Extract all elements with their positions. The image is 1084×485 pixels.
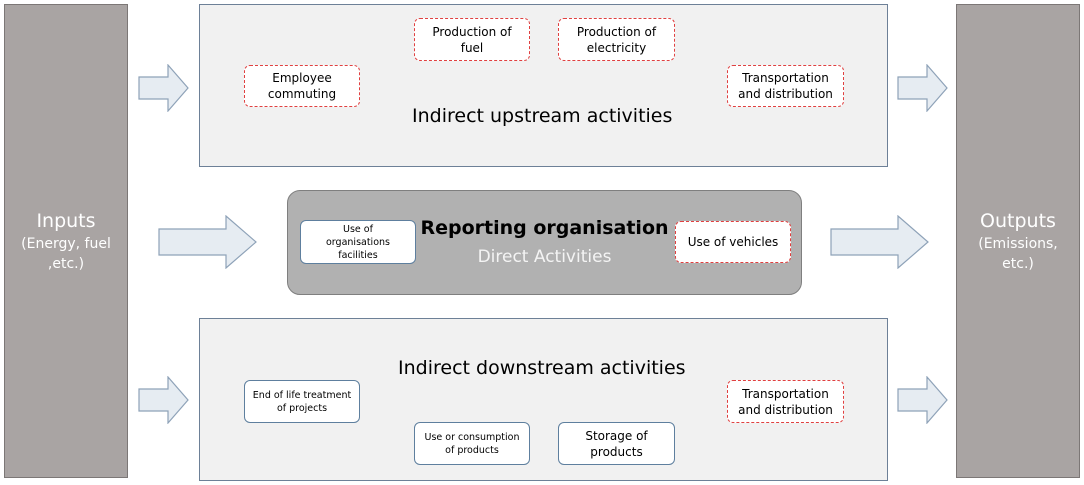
downstream-transportation-box: Transportation and distribution [727,380,844,423]
arrow-right-icon [138,376,189,424]
arrow-right-icon [158,215,257,269]
production-of-fuel-box: Production of fuel [414,18,530,61]
outputs-title: Outputs [980,210,1056,232]
employee-commuting-box: Employee commuting [244,65,360,107]
inputs-block: Inputs (Energy, fuel ,etc.) [4,4,128,478]
outputs-subtitle: (Emissions, etc.) [978,236,1058,272]
outputs-block: Outputs (Emissions, etc.) [956,4,1080,478]
arrow-right-icon [897,64,948,112]
production-of-electricity-box: Production of electricity [558,18,675,61]
arrow-right-icon [138,64,189,112]
organisation-facilities-box: Use of organisations facilities [300,220,416,264]
downstream-title: Indirect downstream activities [398,357,686,379]
reporting-organisation-title: Reporting organisation [420,217,669,239]
direct-activities-label: Direct Activities [477,247,612,267]
end-of-life-treatment-box: End of life treatment of projects [244,380,360,423]
arrow-right-icon [897,376,948,424]
inputs-subtitle: (Energy, fuel ,etc.) [21,236,111,272]
use-of-vehicles-box: Use of vehicles [675,221,791,263]
storage-of-products-box: Storage of products [558,422,675,465]
use-or-consumption-box: Use or consumption of products [414,422,530,465]
arrow-right-icon [830,215,929,269]
upstream-title: Indirect upstream activities [412,105,673,127]
upstream-transportation-box: Transportation and distribution [727,65,844,107]
inputs-title: Inputs [36,210,96,232]
